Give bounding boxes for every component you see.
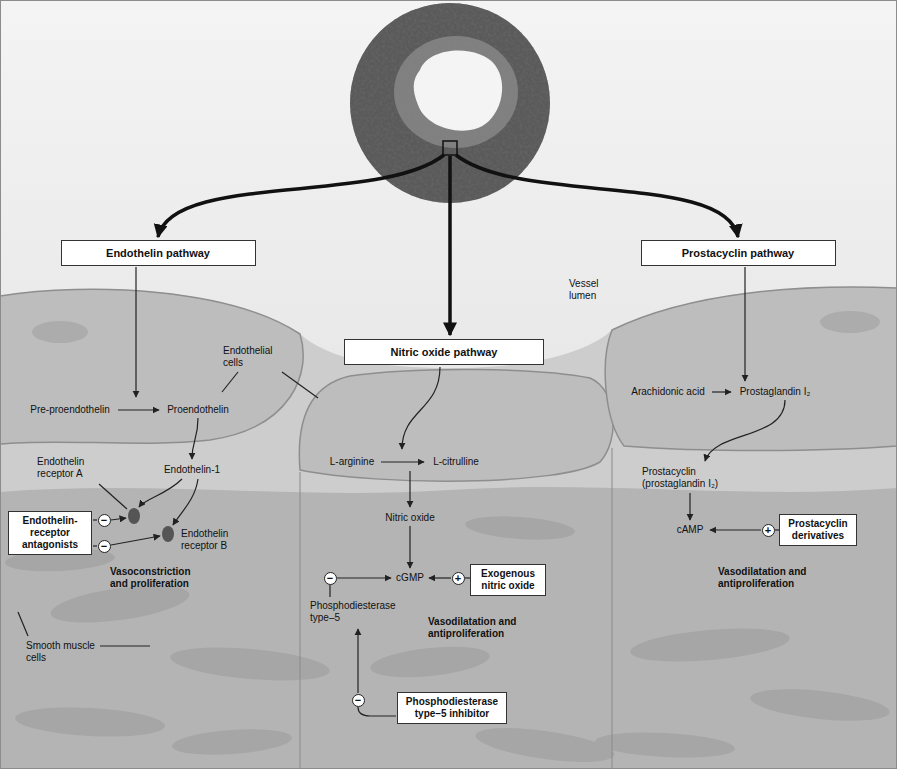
reaction-arrow xyxy=(409,471,410,507)
molecule-label: Pre-proendothelin xyxy=(30,404,110,416)
node-text: Prostacyclin derivatives xyxy=(785,518,851,542)
inhibition-line xyxy=(337,577,391,578)
smooth-muscle-cell xyxy=(464,513,575,543)
inhibition-line xyxy=(93,545,97,546)
endothelial-cell xyxy=(299,369,613,481)
receptor-label: Endothelin receptor B xyxy=(181,528,243,552)
reaction-arrow xyxy=(173,479,198,525)
smooth-muscle-cell xyxy=(169,642,331,686)
histology-intima xyxy=(394,36,518,148)
smooth-muscle-layer xyxy=(0,487,897,769)
endothelial-cell xyxy=(0,289,303,444)
node-text: Exogenous nitric oxide xyxy=(476,568,540,592)
reaction-arrow xyxy=(409,526,410,568)
pathway-arrow xyxy=(448,156,452,335)
smooth-muscle-cell xyxy=(629,623,791,667)
smooth-muscle-cell xyxy=(749,684,891,726)
smooth-muscle-cell xyxy=(474,721,617,768)
inhibition-sign: − xyxy=(98,514,111,527)
molecule-label: Arachidonic acid xyxy=(631,386,704,398)
inhibition-line xyxy=(329,585,330,597)
reaction-arrow xyxy=(135,267,136,397)
inhibition-sign: − xyxy=(324,572,337,585)
inhibition-line xyxy=(93,519,97,520)
leader-line xyxy=(282,372,318,398)
molecule-label: Endothelin-1 xyxy=(164,464,220,476)
leader-line xyxy=(222,372,238,392)
reaction-arrow xyxy=(381,461,424,462)
stimulation-line xyxy=(710,529,761,530)
leader-line xyxy=(18,612,28,636)
zoom-square xyxy=(443,141,457,155)
inhibition-sign: − xyxy=(352,694,365,707)
leader-line xyxy=(99,484,127,509)
node-text: Endothelin pathway xyxy=(70,246,247,260)
inhibition-sign: − xyxy=(98,540,111,553)
effect-label: Vasoconstriction and proliferation xyxy=(110,566,210,590)
reaction-arrow xyxy=(712,391,731,392)
molecule-label: L-citrulline xyxy=(433,456,479,468)
cell-nucleus xyxy=(820,311,880,333)
stimulation-sign: + xyxy=(452,572,465,585)
molecule-label: Nitric oxide xyxy=(385,512,434,524)
molecule-label: L-arginine xyxy=(330,456,374,468)
molecule-label: Prostaglandin I₂ xyxy=(740,386,811,398)
node-text: Endothelin-receptor antagonists xyxy=(14,515,86,551)
reaction-arrow xyxy=(705,400,785,461)
vessel-wall xyxy=(0,287,897,769)
reaction-arrow xyxy=(192,418,198,459)
reaction-arrow xyxy=(402,367,440,449)
stimulation-sign: + xyxy=(762,524,775,537)
stimulation-line xyxy=(429,577,451,578)
molecule-label: Prostacyclin (prostaglandin I₂) xyxy=(642,466,738,490)
enzyme-label: Phosphodiesterase type–5 xyxy=(310,600,402,624)
structure-label: Endothelial cells xyxy=(223,345,281,369)
inhibition-line xyxy=(111,518,126,520)
pathway-header: Endothelin pathway xyxy=(61,240,256,266)
receptor-symbol xyxy=(128,508,140,524)
molecule-label: cAMP xyxy=(677,524,704,536)
smooth-muscle-cell xyxy=(369,642,491,682)
pathway-header: Nitric oxide pathway xyxy=(344,339,544,365)
reaction-arrow xyxy=(118,409,159,410)
structure-label: Smooth muscle cells xyxy=(26,640,106,664)
node-text: Nitric oxide pathway xyxy=(353,345,535,359)
reaction-arrow xyxy=(689,493,690,520)
histology-lumen xyxy=(414,51,502,131)
node-text: Phosphodiesterase type–5 inhibitor xyxy=(403,696,501,720)
drug-box: Exogenous nitric oxide xyxy=(470,564,546,596)
reaction-arrow xyxy=(744,267,745,381)
smooth-muscle-cell xyxy=(14,704,165,740)
drug-box: Endothelin-receptor antagonists xyxy=(8,511,92,555)
pathway-header: Prostacyclin pathway xyxy=(641,240,836,266)
column-divider xyxy=(612,448,613,769)
cell-nucleus xyxy=(32,321,88,343)
region-label: Vessel lumen xyxy=(569,278,611,302)
pathway-arrow xyxy=(158,155,444,237)
inhibition-line xyxy=(358,707,396,716)
receptor-label: Endothelin receptor A xyxy=(37,456,107,480)
drug-box: Phosphodiesterase type–5 inhibitor xyxy=(397,692,507,724)
smooth-muscle-cell xyxy=(594,729,735,760)
molecule-label: Proendothelin xyxy=(167,404,229,416)
pathway-arrow xyxy=(456,155,738,237)
node-text: Prostacyclin pathway xyxy=(650,246,827,260)
leader-line xyxy=(100,645,150,646)
inhibition-line xyxy=(357,629,358,693)
molecule-label: cGMP xyxy=(396,572,424,584)
smooth-muscle-cell xyxy=(171,726,292,758)
drug-box: Prostacyclin derivatives xyxy=(779,514,857,546)
reaction-arrow xyxy=(139,479,182,507)
effect-label: Vasodilatation and antiproliferation xyxy=(428,616,528,640)
column-divider xyxy=(300,472,301,769)
effect-label: Vasodilatation and antiproliferation xyxy=(718,566,818,590)
inhibition-line xyxy=(111,536,160,545)
endothelial-cell xyxy=(605,287,897,450)
receptor-symbol xyxy=(162,526,174,542)
